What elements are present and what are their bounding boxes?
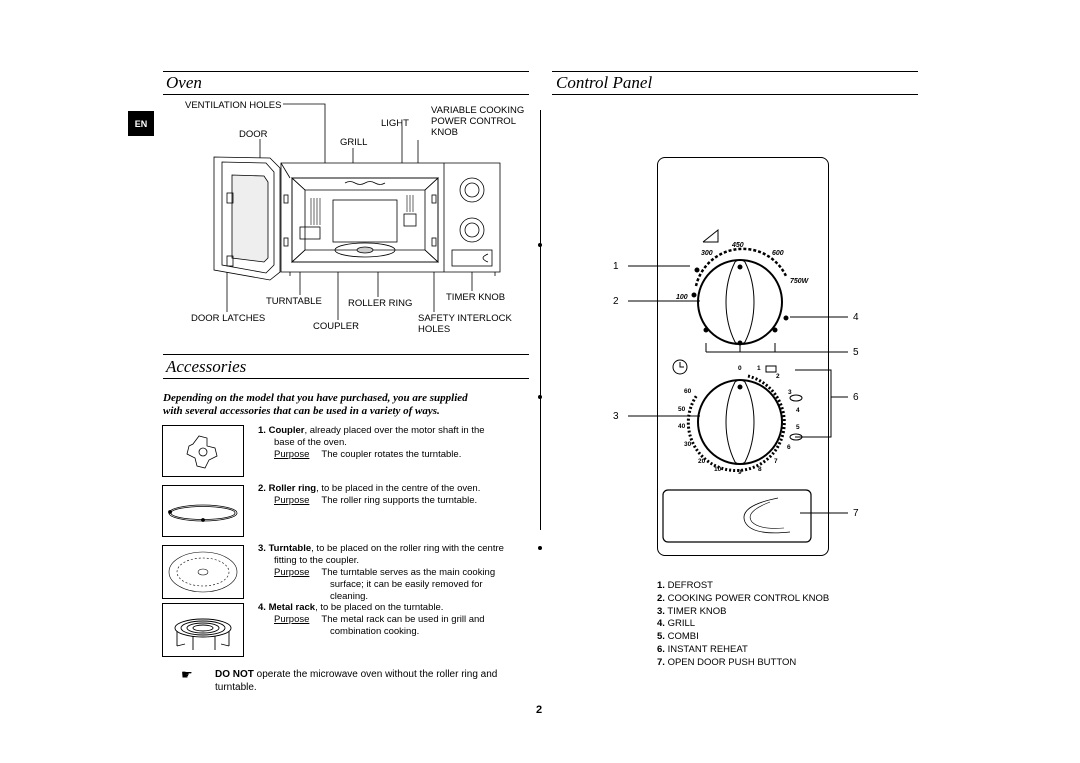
callout-3: 3 xyxy=(613,411,619,422)
legend-item: 2. COOKING POWER CONTROL KNOB xyxy=(657,592,830,604)
label-door-latches: DOOR LATCHES xyxy=(191,313,266,324)
coupler-icon xyxy=(186,435,218,469)
column-divider xyxy=(540,110,541,530)
label-safety-interlock: SAFETY INTERLOCK xyxy=(418,313,512,324)
legend-item: 5. COMBI xyxy=(657,631,699,643)
label-ventilation-holes: VENTILATION HOLES xyxy=(185,100,282,111)
accessories-top-rule xyxy=(163,354,529,355)
legend-item: 3. TIMER KNOB xyxy=(657,605,727,617)
control-panel-face xyxy=(657,157,829,556)
control-panel-top-rule xyxy=(552,71,918,72)
oven-title: Oven xyxy=(166,73,202,92)
label-door: DOOR xyxy=(239,129,268,140)
turntable-icon xyxy=(168,551,238,593)
accessories-title: Accessories xyxy=(166,357,247,376)
metal-rack-image xyxy=(162,603,244,657)
metal-rack-icon xyxy=(174,618,232,650)
control-panel-bottom-rule xyxy=(552,94,918,95)
label-coupler: COUPLER xyxy=(313,321,359,332)
control-panel-title: Control Panel xyxy=(556,73,653,92)
note-text: DO NOT operate the microwave oven withou… xyxy=(215,669,498,693)
label-power-control: POWER CONTROL xyxy=(431,116,516,127)
label-holes: HOLES xyxy=(418,324,451,335)
accessories-intro: Depending on the model that you have pur… xyxy=(163,392,533,418)
label-grill: GRILL xyxy=(340,137,368,148)
callout-6: 6 xyxy=(853,392,859,403)
note-hand-icon: ☛ xyxy=(181,668,193,683)
accessories-bottom-rule xyxy=(163,378,529,379)
label-light: LIGHT xyxy=(381,118,409,129)
roller-ring-icon xyxy=(168,504,238,522)
turntable-image xyxy=(162,545,244,599)
roller-ring-image xyxy=(162,485,244,537)
accessory-4: 4. Metal rack, to be placed on the turnt… xyxy=(258,602,485,637)
accessory-3: 3. Turntable, to be placed on the roller… xyxy=(258,543,504,602)
accessory-1: 1. Coupler, already placed over the moto… xyxy=(258,425,485,460)
label-roller-ring: ROLLER RING xyxy=(348,298,413,309)
intro-line-2: with several accessories that can be use… xyxy=(163,405,440,417)
callout-4: 4 xyxy=(853,312,859,323)
control-panel-legend: 1. DEFROST 2. COOKING POWER CONTROL KNOB… xyxy=(657,580,829,670)
coupler-image xyxy=(162,425,244,477)
label-timer-knob: TIMER KNOB xyxy=(446,292,506,303)
label-variable-cooking: VARIABLE COOKING xyxy=(431,105,525,116)
page-number: 2 xyxy=(536,704,543,716)
label-knob: KNOB xyxy=(431,127,458,138)
intro-line-1: Depending on the model that you have pur… xyxy=(163,392,468,404)
legend-item: 4. GRILL xyxy=(657,618,696,630)
label-turntable: TURNTABLE xyxy=(266,296,322,307)
callout-1: 1 xyxy=(613,261,619,272)
oven-bottom-rule xyxy=(163,94,529,95)
legend-item: 1. DEFROST xyxy=(657,580,713,591)
language-tab: EN xyxy=(128,111,154,136)
divider-dot-1 xyxy=(538,243,542,247)
oven-top-rule xyxy=(163,71,529,72)
legend-item: 6. INSTANT REHEAT xyxy=(657,643,748,655)
callout-7: 7 xyxy=(853,508,859,519)
legend-item: 7. OPEN DOOR PUSH BUTTON xyxy=(657,656,797,668)
callout-2: 2 xyxy=(613,296,619,307)
divider-dot-3 xyxy=(538,546,542,550)
accessory-2: 2. Roller ring, to be placed in the cent… xyxy=(258,483,481,506)
divider-dot-2 xyxy=(538,395,542,399)
callout-5: 5 xyxy=(853,347,859,358)
